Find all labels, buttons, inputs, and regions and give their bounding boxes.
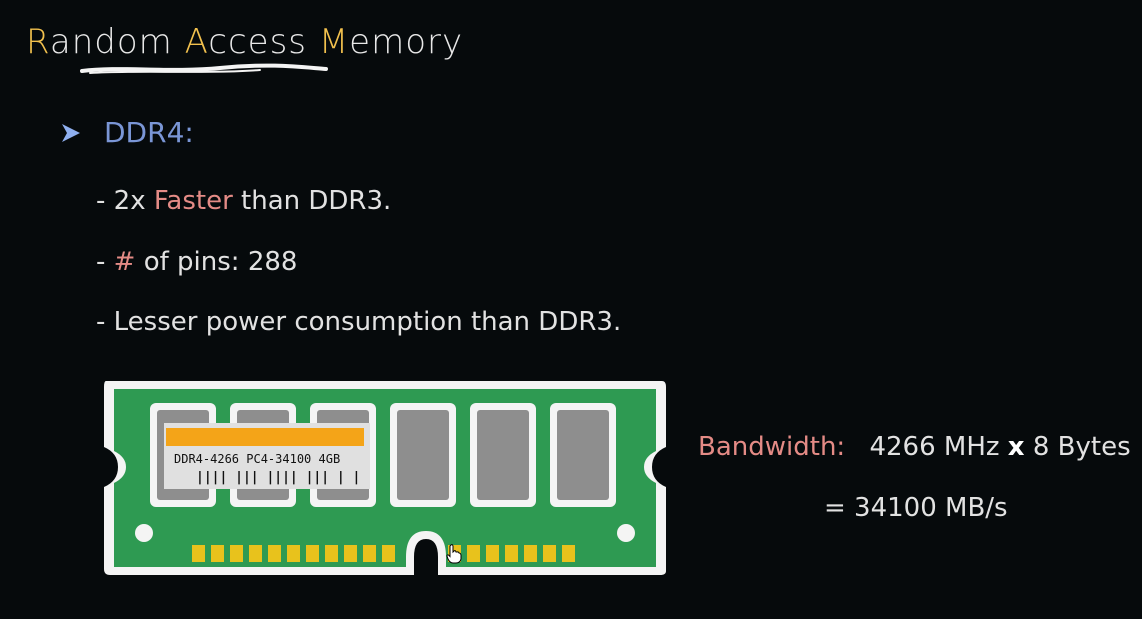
multiply-sign: x [1007, 432, 1025, 462]
title-letter-m: M [318, 22, 350, 62]
bullet-prefix: - 2x [96, 186, 154, 216]
bandwidth-label: Bandwidth: [698, 432, 846, 462]
bullet-highlight: # [113, 247, 136, 277]
bullet-suffix: than DDR3. [232, 186, 392, 216]
arrowhead-icon [62, 123, 80, 142]
bullet-prefix: - [96, 247, 114, 277]
title-underline [80, 63, 328, 74]
hand-pointer-icon [446, 544, 462, 564]
title-text-andom: andom [49, 22, 185, 62]
title-text-emory: emory [349, 22, 464, 62]
ram-module-illustration: DDR4-4266 PC4-34100 4GB |||| ||| |||| ||… [104, 381, 666, 575]
bandwidth-frequency: 4266 MHz [869, 432, 1000, 462]
title-letter-r: R [26, 22, 50, 62]
ddr4-heading: DDR4: [60, 116, 194, 149]
bullet-power: - Lesser power consumption than DDR3. [96, 307, 622, 337]
bullet-pins: - # of pins: 288 [96, 247, 297, 277]
ram-label-text: DDR4-4266 PC4-34100 4GB [174, 452, 340, 466]
heading-text: DDR4: [104, 116, 194, 149]
bullet-suffix: of pins: 288 [135, 247, 298, 277]
bandwidth-formula: Bandwidth: 4266 MHz x 8 Bytes [698, 432, 1131, 462]
bandwidth-bytes: 8 Bytes [1032, 432, 1131, 462]
bullet-faster: - 2x Faster than DDR3. [96, 186, 391, 216]
bullet-highlight: Faster [153, 186, 233, 216]
title-text-ccess: ccess [208, 22, 319, 62]
ram-barcode: |||| ||| |||| ||| | | [196, 470, 360, 485]
slide-title: Random Access Memory [26, 22, 463, 62]
title-letter-a: A [184, 22, 209, 62]
bandwidth-result: = 34100 MB/s [824, 493, 1008, 523]
